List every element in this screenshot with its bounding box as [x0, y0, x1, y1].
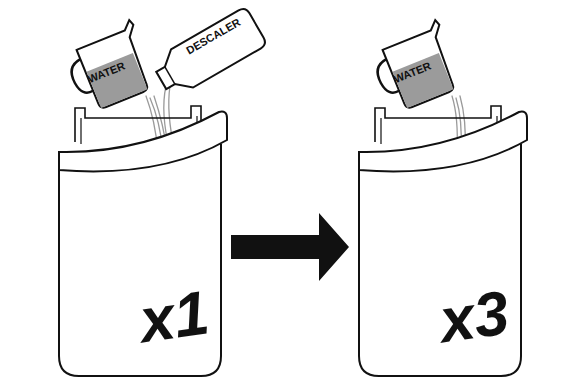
next-step-arrow [231, 213, 349, 281]
fill-count: x3 [435, 276, 513, 356]
water-jug: WATER [372, 18, 464, 108]
water-tank: x1 [51, 104, 229, 378]
descaler-bottle-outline [146, 10, 268, 96]
water-jug: WATER [66, 18, 158, 108]
water-tank: x3 [351, 104, 529, 378]
fill-count: x1 [135, 276, 213, 356]
descaler-bottle: DESCALER [146, 10, 268, 96]
